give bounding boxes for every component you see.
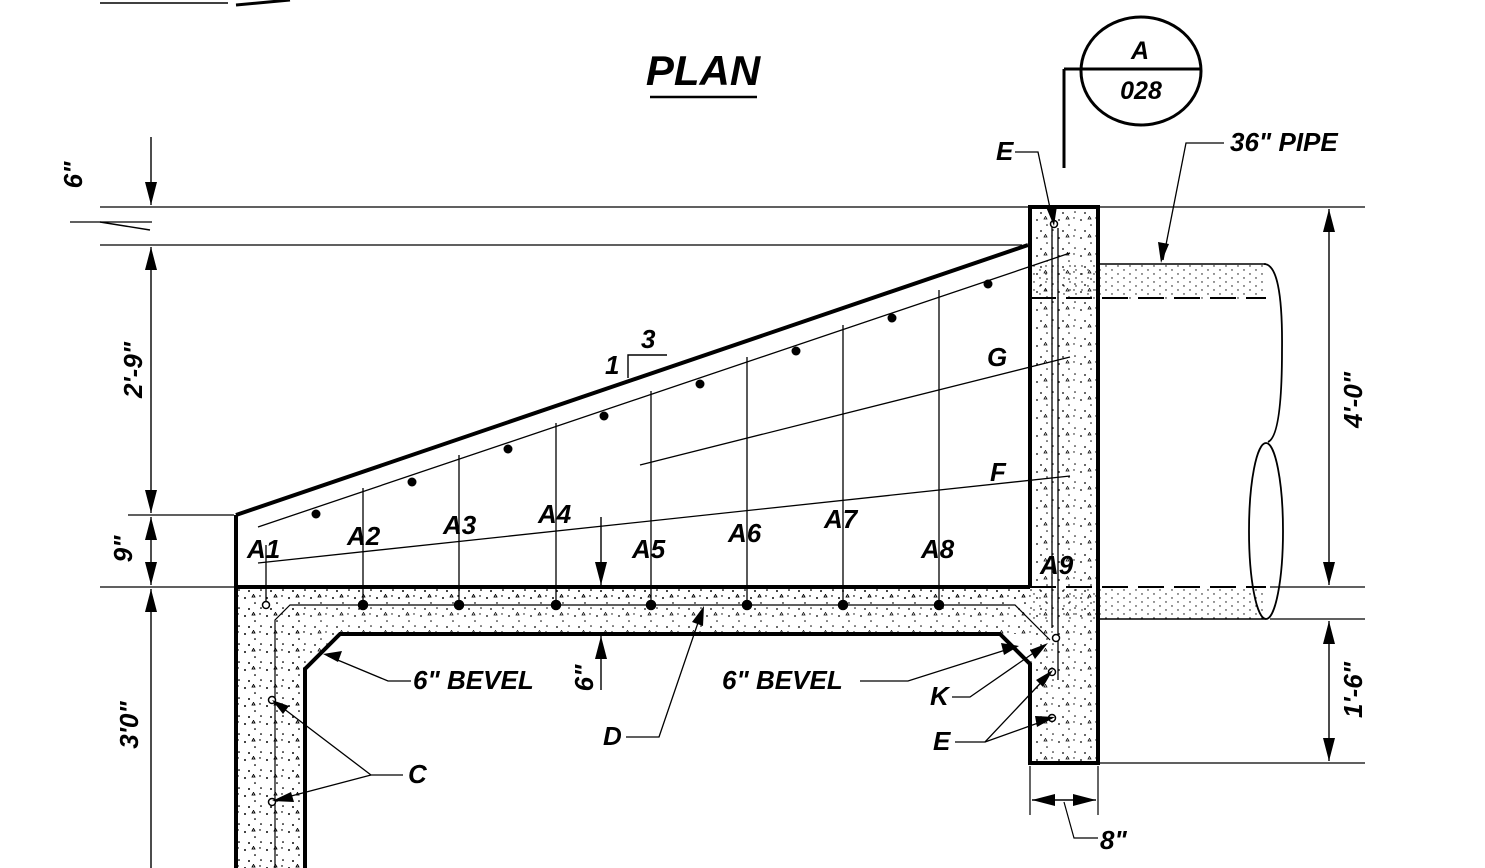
a-bar-label-4: A4 (537, 499, 572, 529)
slope-bar-dot (983, 279, 993, 289)
a-bar-end-7 (837, 599, 849, 611)
a-bar-end-1 (261, 600, 271, 610)
a-bar-label-1: A1 (246, 534, 280, 564)
a-bar-label-8: A8 (920, 534, 955, 564)
section-sheet: 028 (1120, 77, 1162, 105)
a-bar-label-5: A5 (631, 534, 666, 564)
a-bar-label-2: A2 (346, 521, 381, 551)
bar-mark-e-bottom: E (933, 726, 951, 756)
dim-base-offset: 9" (108, 535, 138, 562)
bar-mark-d: D (603, 721, 622, 751)
a-bar-end-2 (357, 599, 369, 611)
bar-mark-k: K (930, 681, 951, 711)
bar-callouts: E G F D C K E (272, 136, 1057, 802)
a-bar-end-8 (933, 599, 945, 611)
bar-mark-f: F (990, 457, 1007, 487)
bar-mark-e-top: E (996, 136, 1014, 166)
dim-pipe-height: 4'-0" (1338, 371, 1368, 429)
slope-bar-dot (503, 444, 513, 454)
slope-bar-dot (791, 346, 801, 356)
a-bar-label-7: A7 (823, 504, 859, 534)
title-group: PLAN (646, 47, 762, 99)
a-bar-label-3: A3 (442, 510, 477, 540)
slope-bar-dot (311, 509, 321, 519)
a-bar-end-4 (550, 599, 562, 611)
a-bar-end-6 (741, 599, 753, 611)
slope-run: 3 (641, 324, 656, 354)
bevel-callouts: 6" BEVEL 6" BEVEL (323, 643, 1019, 695)
pipe-36in (1030, 263, 1284, 620)
a-bar-end-3 (453, 599, 465, 611)
bar-section-mark (267, 797, 277, 807)
bevel-label-left: 6" BEVEL (413, 665, 534, 695)
top-fragment (100, 0, 291, 7)
bar-section-mark (1051, 633, 1061, 643)
slope-indicator: 1 3 (605, 324, 667, 380)
slope-bar-dot (695, 379, 705, 389)
dimension-arrows (145, 182, 1335, 806)
bar-mark-g: G (987, 342, 1007, 372)
section-letter: A (1130, 37, 1149, 65)
slope-rise: 1 (605, 350, 619, 380)
slope-bar-dot (407, 477, 417, 487)
drawing-title: PLAN (646, 47, 762, 94)
rebar-layout (257, 225, 1071, 680)
pipe-label: 36" PIPE (1230, 127, 1338, 157)
a-bar-group (261, 219, 1061, 807)
slope-bar-dot (599, 411, 609, 421)
a-bar-label-9: A9 (1039, 550, 1074, 580)
bevel-label-right: 6" BEVEL (722, 665, 843, 695)
dimension-texts: 6" 2'-9" 9" 3'0" 4'-0" 1'-6" 6" 8" (58, 161, 1368, 855)
a-bar-end-5 (645, 599, 657, 611)
dim-slab-thickness: 6" (569, 664, 599, 691)
bar-mark-c: C (408, 759, 428, 789)
extension-lines (100, 206, 1365, 815)
dim-wall-thickness: 8" (1100, 825, 1127, 855)
pipe-callout: 36" PIPE (1158, 127, 1338, 263)
dim-top-offset: 6" (58, 161, 88, 188)
dim-lower-offset: 1'-6" (1338, 661, 1368, 718)
dim-wall-height: 3'0" (114, 701, 144, 749)
slope-bar-dot (887, 313, 897, 323)
a-bar-label-6: A6 (727, 518, 762, 548)
section-marker: A 028 (1062, 15, 1203, 168)
dim-wing-height: 2'-9" (118, 341, 148, 399)
